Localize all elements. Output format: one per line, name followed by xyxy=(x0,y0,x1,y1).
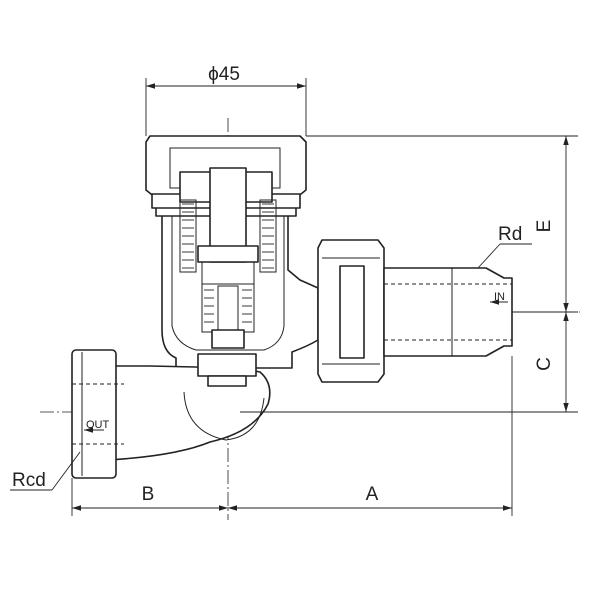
spring-left xyxy=(179,199,197,273)
rd-leader xyxy=(477,243,501,269)
e-label: E xyxy=(534,220,555,233)
rcd-label: Rcd xyxy=(12,470,46,491)
tailpiece xyxy=(383,267,513,357)
dimension-diameter: ϕ45 xyxy=(145,64,307,136)
body-cavity xyxy=(171,214,285,351)
b-label: B xyxy=(142,484,155,505)
spring-right xyxy=(259,199,277,273)
a-label: A xyxy=(366,484,379,505)
dimension-vertical: E C xyxy=(240,135,578,413)
inlet-label: IN xyxy=(494,291,505,303)
c-label: C xyxy=(534,357,555,371)
elbow-bend xyxy=(183,391,265,441)
nut-collar xyxy=(339,265,365,359)
rcd-leader xyxy=(51,451,81,491)
lower-stem-nut xyxy=(197,353,257,377)
seat xyxy=(211,329,245,349)
valve-body xyxy=(71,207,319,479)
thread-callouts: Rd Rcd xyxy=(10,224,532,491)
outlet-socket xyxy=(71,349,117,479)
valve-disc xyxy=(197,245,259,263)
outlet-elbow xyxy=(79,365,271,461)
bonnet xyxy=(145,135,307,349)
dimension-horizontal: B A xyxy=(71,356,513,516)
inlet-fitting xyxy=(317,239,513,383)
diameter-label: ϕ45 xyxy=(208,64,240,85)
lower-stem xyxy=(207,375,247,387)
rd-label: Rd xyxy=(498,224,522,245)
flow-labels: IN OUT xyxy=(84,291,508,433)
outlet-label: OUT xyxy=(86,419,110,431)
